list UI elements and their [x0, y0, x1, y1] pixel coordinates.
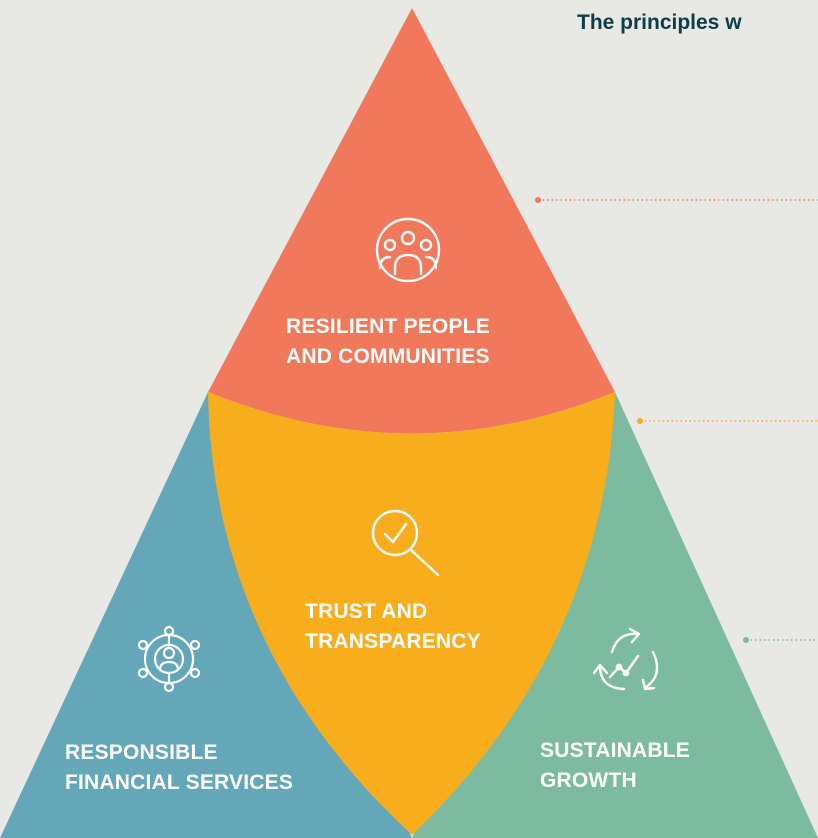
label-sustainable-line-1: SUSTAINABLE — [540, 739, 690, 762]
label-sustainable-growth: SUSTAINABLE GROWTH — [540, 736, 690, 796]
label-resilient-people: RESILIENT PEOPLE AND COMMUNITIES — [286, 312, 490, 372]
label-resilient-line-2: AND COMMUNITIES — [286, 345, 490, 368]
network-person-icon — [137, 625, 201, 693]
label-responsible-line-1: RESPONSIBLE — [65, 741, 218, 764]
segment-responsible-financial-services — [0, 392, 412, 838]
people-group-icon — [375, 217, 441, 283]
recycle-growth-icon — [592, 627, 659, 691]
magnifier-check-icon — [371, 509, 440, 577]
label-responsible-financial: RESPONSIBLE FINANCIAL SERVICES — [65, 738, 293, 798]
label-trust-line-2: TRANSPARENCY — [305, 630, 481, 653]
label-sustainable-line-2: GROWTH — [540, 769, 637, 792]
segment-trust-transparency — [208, 392, 615, 835]
page-heading: The principles w — [577, 11, 742, 34]
label-trust-transparency: TRUST AND TRANSPARENCY — [305, 597, 481, 657]
label-resilient-line-1: RESILIENT PEOPLE — [286, 315, 490, 338]
label-trust-line-1: TRUST AND — [305, 600, 428, 623]
segment-resilient-people — [208, 8, 615, 434]
connector-lines — [535, 197, 818, 643]
label-responsible-line-2: FINANCIAL SERVICES — [65, 771, 294, 794]
segment-sustainable-growth — [412, 392, 818, 838]
